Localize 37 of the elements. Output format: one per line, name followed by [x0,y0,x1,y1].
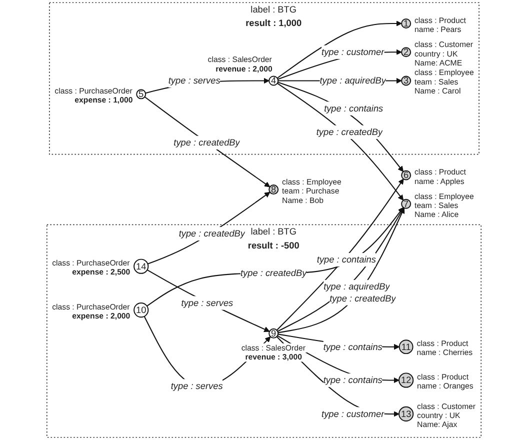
node-circle: 9 [268,328,279,338]
arrow [277,82,404,201]
node-circle: 6 [401,170,412,180]
arrow [276,178,404,331]
node-circle: 4 [268,76,279,86]
node-circle: 2 [401,47,412,58]
edge-label: type : serves [170,380,223,391]
edge-label: type : createdBy [174,137,240,148]
edge-label: type : contains [316,254,376,265]
arrow [144,96,270,188]
node-circle: 10 [134,302,149,318]
node-circle: 12 [398,372,414,388]
edge-label: type : serves [181,297,234,308]
node-circle: 1 [401,18,412,28]
edge-label: type : createdBy [178,228,245,239]
edge-label: type : customer [322,408,384,419]
edge-label: type : contains [323,341,382,352]
arrow [148,192,270,264]
arrow [146,207,404,306]
edge-label: type : createdBy [330,292,396,304]
node-circle: 14 [134,258,149,274]
node-circle: 11 [398,340,414,354]
edge-label: type : aquiredBy [320,75,386,86]
node-circle: 8 [268,184,279,195]
arrow [278,82,404,172]
edge-label: type : serves [168,75,220,86]
edge-label: type : createdBy [240,268,307,278]
edge-label: type : customer [322,46,384,58]
node-circle: 5 [136,89,146,100]
edge-label: type : contains [323,374,382,386]
node-circle: 7 [401,198,412,209]
arrow [146,269,270,332]
edge-label: type : contains [324,102,384,114]
node-circle: 13 [398,406,414,422]
edge-label: type : aquiredBy [324,281,390,292]
edge-label: type : createdBy [316,126,383,138]
node-circle: 3 [401,76,412,86]
